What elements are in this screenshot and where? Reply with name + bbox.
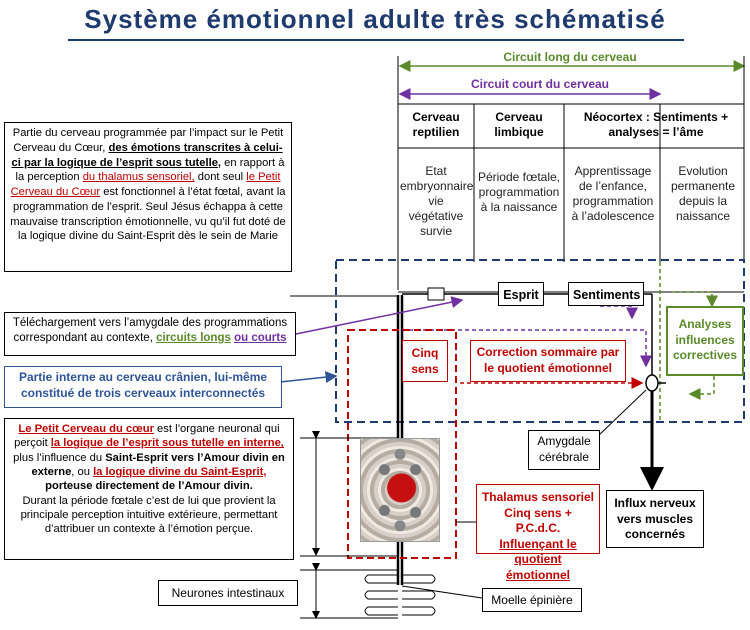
heart-neurons-image xyxy=(360,438,440,542)
node-sentiments: Sentiments xyxy=(568,282,644,306)
box1-text-6: le Petit Cerveau du Cœur xyxy=(10,171,281,199)
info-box-programmation: Partie du cerveau programmée par l’impac… xyxy=(4,122,292,272)
download-arrow xyxy=(295,296,464,335)
circuit-long-label: Circuit long du cerveau xyxy=(503,50,637,64)
cinq-sens-region xyxy=(347,329,457,559)
column-separators xyxy=(397,56,745,290)
box4-text-7: la logique divine du Saint-Esprit, xyxy=(93,465,267,478)
page-title: Système émotionnel adulte très schématis… xyxy=(84,4,666,34)
intestinal-coil xyxy=(364,574,436,616)
blue-region-arrow xyxy=(279,371,338,384)
box1-text-4: du thalamus sensoriel, xyxy=(82,171,195,184)
node-analyses: Analyses influences correctives xyxy=(666,306,744,376)
box1-text-1: Partie du cerveau programmée par l’impac… xyxy=(12,127,284,154)
box1-text-2: des émotions transcrites à celui-ci par … xyxy=(11,141,283,169)
purple-dashed-arrow-1 xyxy=(402,329,652,368)
green-dashed-arrow-bottom xyxy=(688,376,715,400)
col-body-reptilien: Etat embryonnaire vie végétative survie xyxy=(400,164,474,238)
col-head-neocortex: Néocortex : Sentiments + analyses = l’âm… xyxy=(583,110,729,139)
sensor-box xyxy=(427,287,445,301)
node-correction: Correction sommaire par le quotient émot… xyxy=(470,340,626,382)
col-body-evolution: Evolution permanente depuis la naissance xyxy=(670,164,736,223)
col-head-limbique: Cerveau limbique xyxy=(494,110,544,139)
label-moelle-epiniere: Moelle épinière xyxy=(482,588,582,612)
box2-text-2: circuits longs xyxy=(156,331,231,344)
box4-text-9: Durant la période fœtale c’est de lui qu… xyxy=(20,494,278,536)
col-head-reptilien: Cerveau reptilien xyxy=(412,110,460,139)
amygdala-node xyxy=(645,374,659,392)
label-neurones-intestinaux: Neurones intestinaux xyxy=(158,580,298,606)
box4-text-3: la logique de l’esprit sous tutelle en i… xyxy=(50,437,284,450)
box1-text-3: en rapport à la perception xyxy=(15,156,285,184)
box1-text-7: est fonctionnel à l’état fœtal, avant la… xyxy=(10,186,286,243)
thalamus-line-2: Cinq sens + P.C.d.C. xyxy=(504,505,572,536)
thalamus-line-1: Thalamus sensoriel xyxy=(481,490,595,504)
circuit-court-label: Circuit court du cerveau xyxy=(470,77,610,91)
box1-text-5: dont seul xyxy=(194,171,247,184)
box4-text-5: Saint-Esprit vers l’Amour divin en exter… xyxy=(31,451,285,478)
info-box-telechargement: Téléchargement vers l’amygdale des progr… xyxy=(4,312,296,356)
node-esprit: Esprit xyxy=(498,282,544,306)
green-dashed-arrow-top xyxy=(672,291,718,308)
info-box-partie-interne: Partie interne au cerveau crânien, lui-m… xyxy=(4,366,282,408)
box4-text-1: Le Petit Cerveau du cœur xyxy=(18,423,154,435)
col-body-limbique: Période fœtale, programmation à la naiss… xyxy=(477,170,561,214)
node-cinq-sens: Cinq sens xyxy=(402,340,448,382)
label-amygdale: Amygdale cérébrale xyxy=(528,430,600,470)
purple-dashed-arrow-2 xyxy=(600,305,638,320)
thalamus-line-3: Influençant le quotient émotionnel xyxy=(499,536,577,582)
info-box-petit-cerveau: Le Petit Cerveau du cœur est l’organe ne… xyxy=(4,418,294,560)
node-thalamus: Thalamus sensoriel Cinq sens + P.C.d.C. … xyxy=(476,484,600,582)
brain-region xyxy=(335,259,745,423)
box2-text-4: ou courts xyxy=(234,331,287,344)
node-influx-nerveux: Influx nerveux vers muscles concernés xyxy=(606,490,704,548)
col-body-apprentissage: Apprentissage de l’enfance, programmatio… xyxy=(571,164,655,223)
box2-text-1: Téléchargement vers l’amygdale des progr… xyxy=(12,317,288,344)
